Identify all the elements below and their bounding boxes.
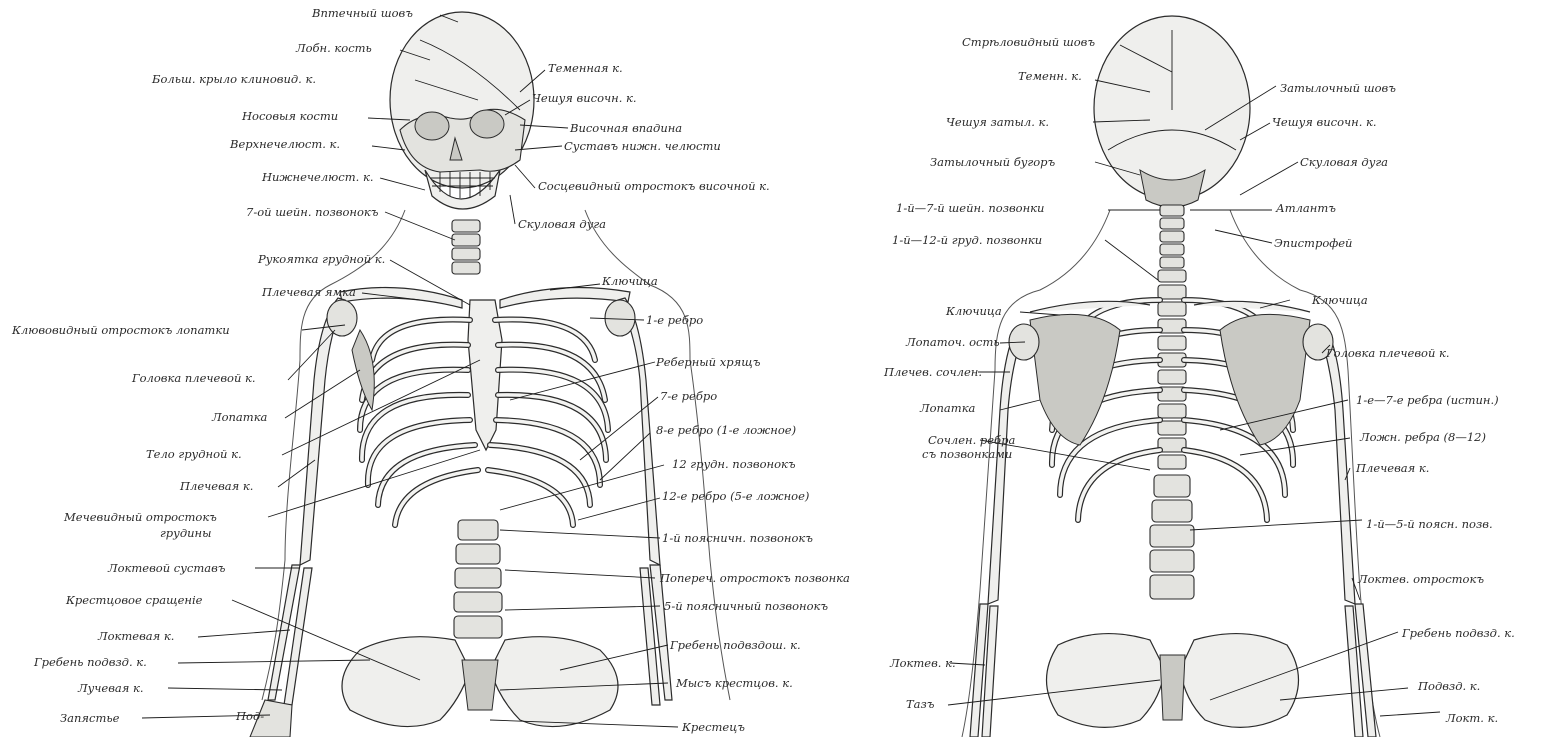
label-back-humerus: Плечевая к. — [1355, 461, 1429, 475]
label-atlas: Атлантъ — [1275, 201, 1336, 215]
label-humerus-head: Головка плечевой к. — [131, 371, 256, 385]
label-false-ribs: Ложн. ребра (8—12) — [1359, 430, 1486, 444]
label-eighth-rib: 8-е ребро (1-е ложное) — [656, 423, 796, 437]
label-axis: Эпистрофей — [1274, 236, 1352, 250]
label-lambdoid-suture: Затылочный шовъ — [1280, 81, 1396, 95]
label-pod: Под- — [235, 709, 264, 723]
label-cervical-vertebrae: 1-й—7-й шейн. позвонки — [896, 201, 1044, 215]
back-scapula-right — [1220, 314, 1310, 445]
back-pelvis — [1047, 634, 1299, 728]
label-jaw-joint: Суставъ нижн. челюсти — [564, 139, 721, 153]
label-manubrium: Рукоятка грудной к. — [257, 252, 385, 266]
label-back-clavicle-left: Ключица — [945, 304, 1002, 318]
label-pelvis: Тазъ — [906, 697, 935, 711]
label-transverse-process: Попереч. отростокъ позвонка — [659, 571, 850, 585]
label-wrist: Запястье — [60, 711, 120, 725]
label-lumbar-vertebrae: 1-й—5-й поясн. позв. — [1366, 517, 1493, 531]
label-scapular-spine: Лопаточ. ость — [905, 335, 1000, 349]
label-costovertebral: Сочлен. ребра — [928, 433, 1015, 447]
back-clavicle-left — [1030, 301, 1150, 312]
label-occipital-protuberance: Затылочный бугоръ — [930, 155, 1055, 169]
label-sagittal-suture: Стрѣловидный шовъ — [962, 35, 1095, 49]
label-mandible: Нижнечелюст. к. — [261, 170, 373, 184]
label-back-iliac-crest: Гребень подвзд. к. — [1401, 626, 1515, 640]
label-back-ulna-2: Локт. к. — [1445, 711, 1498, 725]
back-scapula-left — [1030, 314, 1120, 445]
label-back-zygomatic-arch: Скуловая дуга — [1300, 155, 1388, 169]
label-frontal-bone: Лобн. кость — [295, 41, 372, 55]
label-olecranon: Локтев. отростокъ — [1357, 572, 1484, 586]
label-elbow-joint: Локтевой суставъ — [107, 561, 226, 575]
label-clavicle: Ключица — [601, 274, 658, 288]
label-occipital-squama: Чешуя затыл. к. — [946, 115, 1049, 129]
label-ilium: Подвзд. к. — [1417, 679, 1480, 693]
label-true-ribs: 1-е—7-е ребра (истин.) — [1356, 393, 1499, 407]
back-spine — [1150, 205, 1194, 599]
label-l5-vertebra: 5-й поясничный позвонокъ — [664, 599, 828, 613]
label-costovertebral-2: съ позвонками — [922, 447, 1012, 461]
label-shoulder-joint: Плечев. сочлен. — [883, 365, 982, 379]
front-neck — [452, 220, 480, 274]
label-xiphoid: Мечевидный отростокъ — [63, 510, 217, 524]
label-c7-vertebra: 7-ой шейн. позвонокъ — [246, 205, 379, 219]
front-pelvis — [342, 637, 618, 727]
label-humerus: Плечевая к. — [179, 479, 253, 493]
label-coracoid: Клювовидный отростокъ лопатки — [11, 323, 230, 337]
back-skull — [1094, 16, 1250, 207]
label-t12-vertebra: 12 грудн. позвонокъ — [672, 457, 796, 471]
label-nasal-bones: Носовыя кости — [241, 109, 338, 123]
label-zygomatic-arch: Скуловая дуга — [518, 217, 606, 231]
label-sternum-body: Тело грудной к. — [146, 447, 242, 461]
label-coronal-suture: Впmечный шовъ — [311, 6, 413, 20]
label-ulna: Локтевая к. — [97, 629, 174, 643]
label-back-parietal: Теменн. к. — [1018, 69, 1082, 83]
label-back-scapula: Лопатка — [919, 401, 976, 415]
label-back-humerus-head: Головка плечевой к. — [1325, 346, 1450, 360]
label-first-rib: 1-е ребро — [646, 313, 703, 327]
back-clavicle-right — [1194, 301, 1310, 312]
label-sphenoid-wing: Больш. крыло клиновид. к. — [151, 72, 316, 86]
label-back-temporal-squama: Чешуя височн. к. — [1272, 115, 1377, 129]
label-sacrum: Крестецъ — [681, 720, 745, 734]
label-scapula: Лопатка — [211, 410, 268, 424]
label-radius: Лучевая к. — [77, 681, 144, 695]
label-glenoid: Плечевая ямка — [261, 285, 356, 299]
label-temporal-fossa: Височная впадина — [569, 121, 682, 135]
label-mastoid-process: Сосцевидный отростокъ височной к. — [538, 179, 770, 193]
label-iliac-crest-right: Гребень подвздош. к. — [669, 638, 801, 652]
label-thoracic-vertebrae: 1-й—12-й груд. позвонки — [892, 233, 1042, 247]
label-temporal-squama: Чешуя височн. к. — [532, 91, 637, 105]
label-sacral-promontory: Мысъ крестцов. к. — [675, 676, 793, 690]
label-iliac-crest-left: Гребень подвзд. к. — [33, 655, 147, 669]
label-sacroiliac: Крестцовое сращеніе — [65, 593, 203, 607]
label-seventh-rib: 7-е ребро — [660, 389, 717, 403]
label-xiphoid-2: грудины — [160, 526, 211, 540]
label-twelfth-rib: 12-е ребро (5-е ложное) — [662, 489, 809, 503]
label-l1-vertebra: 1-й поясничн. позвонокъ — [662, 531, 813, 545]
label-costal-cartilage: Реберный хрящъ — [655, 355, 761, 369]
label-back-clavicle-right: Ключица — [1311, 293, 1368, 307]
label-back-ulna: Локтев. к. — [889, 656, 956, 670]
label-maxilla: Верхнечелюст. к. — [229, 137, 340, 151]
label-parietal-bone: Теменная к. — [548, 61, 623, 75]
front-lumbar-spine — [454, 520, 502, 638]
